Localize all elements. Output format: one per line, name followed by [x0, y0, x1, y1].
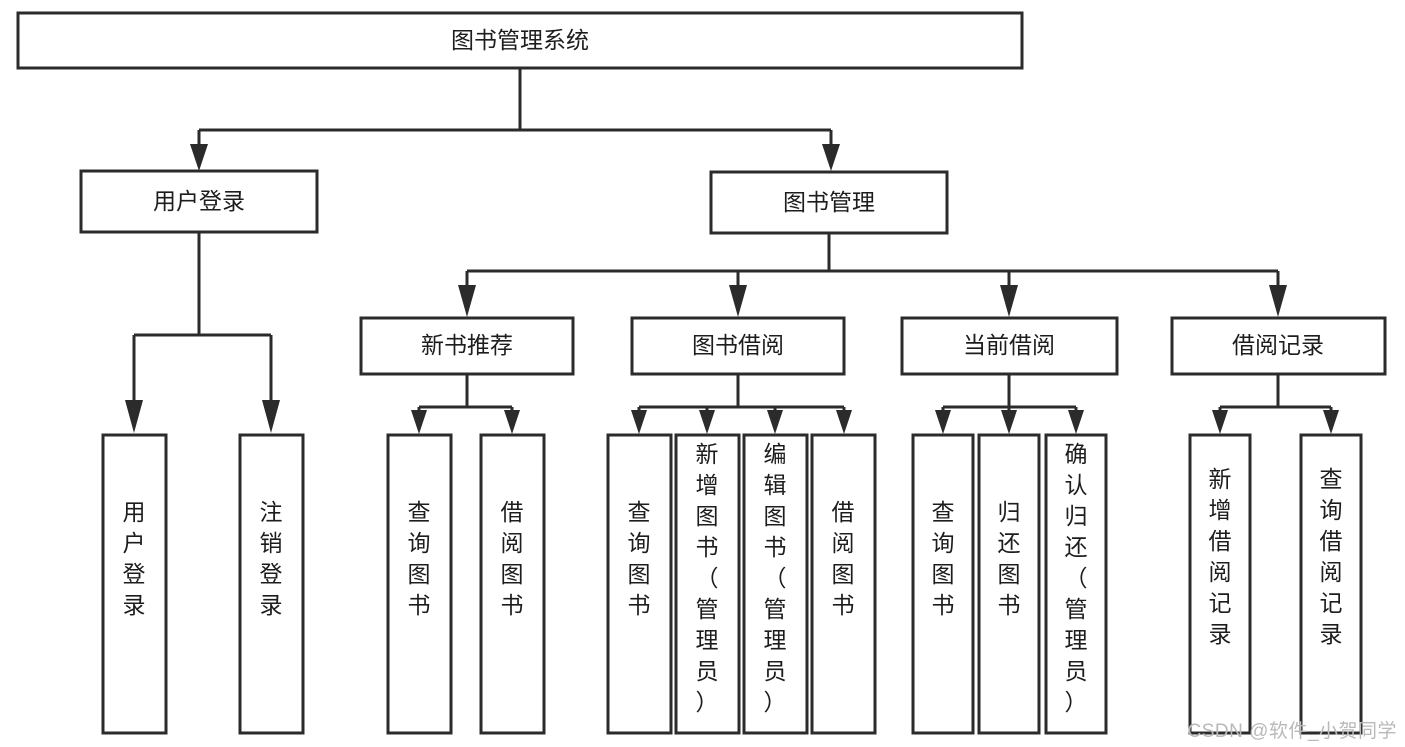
arrow-to-leaf-user-login: [125, 400, 143, 433]
list-item[interactable]: 确认归还（管理员）: [1044, 433, 1108, 735]
arrow-to-borrow-record: [1269, 285, 1287, 317]
node-borrow-record-box[interactable]: [1170, 316, 1387, 376]
arrow-to-leaf-edit-book: [767, 410, 783, 434]
arrow-to-book-borrow: [729, 285, 747, 317]
arrow-to-leaf-query-book-2: [631, 410, 647, 434]
node-book-manage-box[interactable]: [709, 170, 949, 235]
list-item[interactable]: 借阅图书: [810, 433, 877, 735]
node-root-label: 图书管理系统: [451, 27, 589, 53]
leaf-add-record-box[interactable]: [1188, 433, 1252, 735]
leaf-query-record-box[interactable]: [1299, 433, 1363, 735]
arrow-to-leaf-add-record: [1212, 410, 1228, 434]
node-root-box[interactable]: [16, 11, 1024, 70]
leaf-borrow-book-1-label: 借阅图书: [501, 499, 524, 618]
arrow-to-leaf-query-book-1: [411, 410, 427, 434]
leaf-borrow-book-2-box[interactable]: [810, 433, 877, 735]
list-item[interactable]: 编辑图书（管理员）: [742, 433, 809, 735]
node-current-borrow[interactable]: 当前借阅: [900, 316, 1119, 376]
node-book-manage-label: 图书管理: [783, 189, 875, 215]
leaf-query-book-1-box[interactable]: [386, 433, 453, 735]
arrow-to-leaf-query-book-3: [935, 410, 951, 434]
leaf-edit-book-box[interactable]: [742, 433, 809, 735]
leaf-query-record-label: 查询借阅记录: [1320, 466, 1343, 647]
list-item[interactable]: 查询图书: [386, 433, 453, 735]
node-user-login-label: 用户登录: [153, 188, 245, 214]
csdn-watermark: CSDN @软件_小贺同学: [1187, 721, 1397, 742]
list-item[interactable]: 注销登录: [238, 433, 305, 735]
node-user-login-box[interactable]: [79, 169, 319, 234]
leaf-query-book-2-label: 查询图书: [628, 499, 651, 618]
list-item[interactable]: 新增借阅记录: [1188, 433, 1252, 735]
arrow-to-new-book-recommend: [458, 285, 476, 317]
arrow-to-current-borrow: [1000, 285, 1018, 317]
node-book-borrow-label: 图书借阅: [692, 332, 784, 358]
leaf-return-book-box[interactable]: [977, 433, 1041, 735]
node-root[interactable]: 图书管理系统: [16, 11, 1024, 70]
node-book-borrow-box[interactable]: [630, 316, 846, 376]
connector-group: [125, 68, 1339, 434]
node-current-borrow-label: 当前借阅: [963, 332, 1055, 358]
arrow-root-to-bookmanage: [822, 144, 840, 171]
arrow-root-to-userlogin: [190, 144, 208, 171]
arrow-to-leaf-confirm-return: [1068, 410, 1084, 434]
list-item[interactable]: 查询图书: [911, 433, 975, 735]
leaf-query-book-2-box[interactable]: [606, 433, 673, 735]
arrow-to-leaf-add-book: [699, 410, 715, 434]
leaf-user-login-label: 用户登录: [123, 499, 146, 618]
arrow-to-leaf-logout: [262, 400, 280, 433]
list-item[interactable]: 用户登录: [101, 433, 168, 735]
arrow-to-leaf-borrow-book-2: [836, 410, 852, 434]
node-book-borrow[interactable]: 图书借阅: [630, 316, 846, 376]
leaf-add-book-label: 新增图书（管理员）: [696, 441, 719, 715]
node-borrow-record[interactable]: 借阅记录: [1170, 316, 1387, 376]
leaf-return-book-label: 归还图书: [998, 499, 1021, 618]
arrow-to-leaf-query-record: [1323, 410, 1339, 434]
node-new-book-recommend-label: 新书推荐: [421, 332, 513, 358]
node-borrow-record-label: 借阅记录: [1232, 332, 1324, 358]
leaf-query-book-1-label: 查询图书: [408, 499, 431, 618]
node-new-book-recommend-box[interactable]: [359, 316, 575, 376]
leaf-user-login-box[interactable]: [101, 433, 168, 735]
leaf-logout-box[interactable]: [238, 433, 305, 735]
leaf-logout-label: 注销登录: [260, 499, 283, 618]
list-item[interactable]: 借阅图书: [479, 433, 546, 735]
leaf-confirm-return-label: 确认归还（管理员）: [1065, 441, 1088, 715]
node-book-manage[interactable]: 图书管理: [709, 170, 949, 235]
arrow-to-leaf-borrow-book-1: [504, 410, 520, 434]
leaf-confirm-return-box[interactable]: [1044, 433, 1108, 735]
leaf-add-record-label: 新增借阅记录: [1209, 466, 1232, 647]
list-item[interactable]: 查询借阅记录: [1299, 433, 1363, 735]
list-item[interactable]: 查询图书: [606, 433, 673, 735]
leaf-edit-book-label: 编辑图书（管理员）: [764, 441, 787, 715]
leaf-borrow-book-1-box[interactable]: [479, 433, 546, 735]
leaf-query-book-3-box[interactable]: [911, 433, 975, 735]
leaf-query-book-3-label: 查询图书: [932, 499, 955, 618]
leaf-borrow-book-2-label: 借阅图书: [832, 499, 855, 618]
node-current-borrow-box[interactable]: [900, 316, 1119, 376]
leaf-add-book-box[interactable]: [674, 433, 741, 735]
list-item[interactable]: 新增图书（管理员）: [674, 433, 741, 735]
arrow-to-leaf-return-book: [1001, 410, 1017, 434]
list-item[interactable]: 归还图书: [977, 433, 1041, 735]
node-new-book-recommend[interactable]: 新书推荐: [359, 316, 575, 376]
node-user-login[interactable]: 用户登录: [79, 169, 319, 234]
